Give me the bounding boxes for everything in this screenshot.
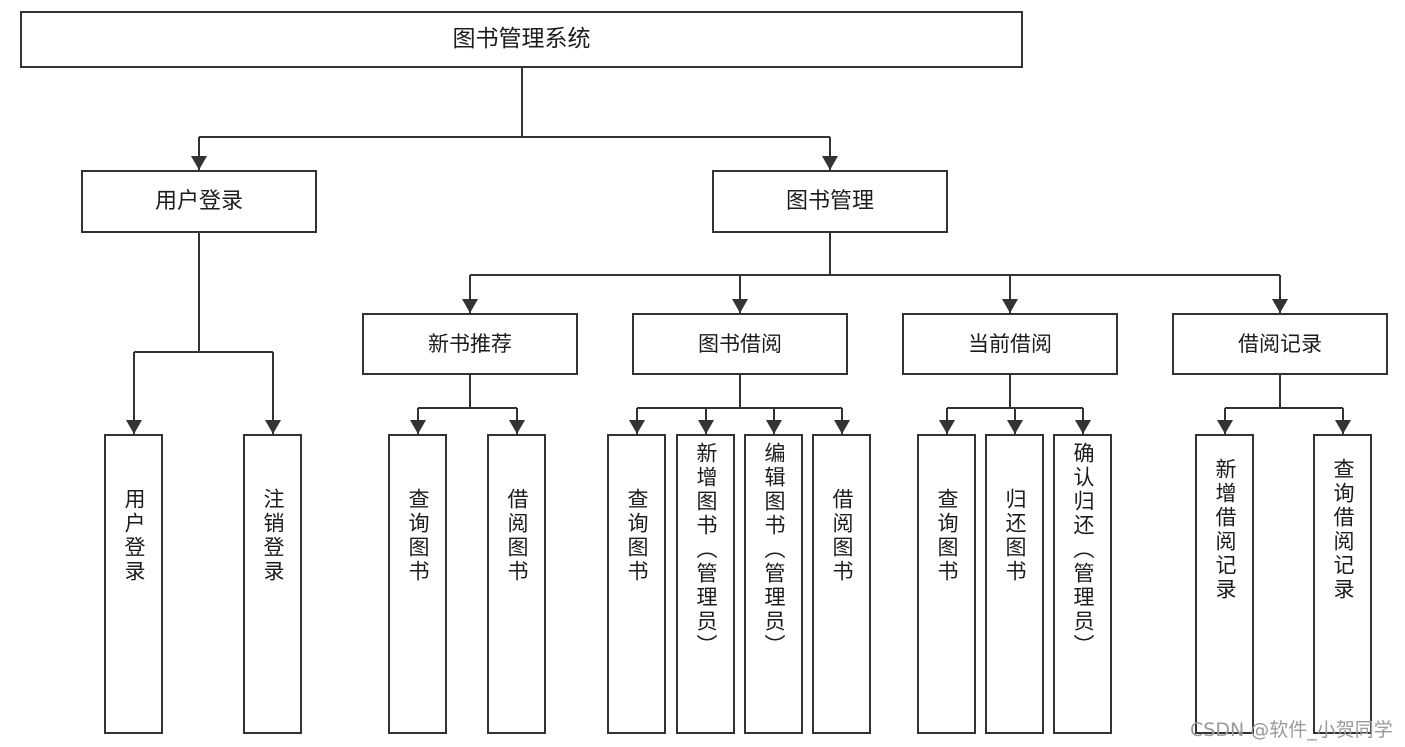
mgmt-to-level3-arrow-0 <box>462 299 478 313</box>
node-leaf-4-label: 查询图书 <box>625 488 649 584</box>
node-leaf-7[interactable]: 借阅图书 <box>812 434 871 734</box>
node-leaf-0-label: 用户登录 <box>122 488 146 584</box>
login-to-leaves-stem <box>198 233 200 352</box>
borrow-to-leaves-arrow-1 <box>697 420 714 434</box>
node-level3-1[interactable]: 图书借阅 <box>632 313 848 375</box>
node-leaf-9-label: 归还图书 <box>1003 488 1027 584</box>
login-to-leaves-arrow-0 <box>125 420 142 434</box>
root-to-level2-arrow-0 <box>191 156 207 170</box>
node-leaf-1[interactable]: 注销登录 <box>243 434 302 734</box>
mgmt-to-level3-bus <box>470 274 1280 276</box>
node-leaf-10-label: 确认归还（管理员） <box>1071 442 1095 658</box>
node-leaf-3-label: 借阅图书 <box>505 488 529 584</box>
root-to-level2-arrow-1 <box>822 156 838 170</box>
login-to-leaves-arrow-1 <box>264 420 281 434</box>
record-to-leaves-arrow-1 <box>1334 420 1351 434</box>
node-leaf-11[interactable]: 新增借阅记录 <box>1195 434 1254 734</box>
node-leaf-11-label: 新增借阅记录 <box>1213 458 1237 602</box>
node-leaf-8[interactable]: 查询图书 <box>917 434 976 734</box>
node-level2-0-label: 用户登录 <box>154 188 243 214</box>
node-leaf-2-label: 查询图书 <box>406 488 430 584</box>
record-to-leaves-stem <box>1279 375 1281 408</box>
current-to-leaves-stem <box>1009 375 1011 408</box>
node-level3-1-label: 图书借阅 <box>698 331 782 356</box>
node-leaf-12-label: 查询借阅记录 <box>1331 458 1355 602</box>
node-leaf-7-label: 借阅图书 <box>830 488 854 584</box>
node-leaf-4[interactable]: 查询图书 <box>607 434 666 734</box>
mgmt-to-level3-stem <box>829 233 831 275</box>
node-leaf-12[interactable]: 查询借阅记录 <box>1313 434 1372 734</box>
newbook-to-leaves-bus <box>417 407 517 409</box>
node-level3-3-label: 借阅记录 <box>1238 331 1322 356</box>
mgmt-to-level3-arrow-3 <box>1272 299 1288 313</box>
login-to-leaves-drop-0 <box>132 352 135 434</box>
node-level2-1-label: 图书管理 <box>785 188 874 214</box>
login-to-leaves-drop-1 <box>271 352 274 434</box>
node-root-label: 图书管理系统 <box>452 26 591 53</box>
node-leaf-10[interactable]: 确认归还（管理员） <box>1053 434 1112 734</box>
node-leaf-5[interactable]: 新增图书（管理员） <box>676 434 735 734</box>
node-leaf-0[interactable]: 用户登录 <box>104 434 163 734</box>
node-leaf-8-label: 查询图书 <box>935 488 959 584</box>
mgmt-to-level3-drop-2 <box>1009 275 1011 313</box>
record-to-leaves-arrow-0 <box>1216 420 1233 434</box>
mgmt-to-level3-drop-1 <box>739 275 741 313</box>
node-level3-0[interactable]: 新书推荐 <box>362 313 578 375</box>
watermark: CSDN @软件_小贺同学 <box>1190 719 1393 741</box>
current-to-leaves-arrow-1 <box>1006 420 1023 434</box>
login-to-leaves-bus <box>133 351 273 353</box>
node-leaf-1-label: 注销登录 <box>261 488 285 584</box>
node-level2-1[interactable]: 图书管理 <box>712 170 948 233</box>
newbook-to-leaves-arrow-0 <box>409 420 426 434</box>
node-root[interactable]: 图书管理系统 <box>20 11 1023 68</box>
node-level3-0-label: 新书推荐 <box>428 331 512 356</box>
node-level3-2[interactable]: 当前借阅 <box>902 313 1118 375</box>
borrow-to-leaves-arrow-2 <box>765 420 782 434</box>
node-level3-2-label: 当前借阅 <box>968 331 1052 356</box>
borrow-to-leaves-arrow-0 <box>628 420 645 434</box>
node-leaf-6[interactable]: 编辑图书（管理员） <box>744 434 803 734</box>
mgmt-to-level3-arrow-2 <box>1002 299 1018 313</box>
borrow-to-leaves-bus <box>636 407 842 409</box>
borrow-to-leaves-arrow-3 <box>833 420 850 434</box>
node-level3-3[interactable]: 借阅记录 <box>1172 313 1388 375</box>
newbook-to-leaves-arrow-1 <box>508 420 525 434</box>
node-leaf-2[interactable]: 查询图书 <box>388 434 447 734</box>
node-leaf-9[interactable]: 归还图书 <box>985 434 1044 734</box>
root-to-level2-stem <box>520 68 523 137</box>
node-leaf-3[interactable]: 借阅图书 <box>487 434 546 734</box>
mgmt-to-level3-drop-0 <box>469 275 471 313</box>
root-to-level2-drop-1 <box>829 137 831 170</box>
node-leaf-6-label: 编辑图书（管理员） <box>762 442 786 658</box>
root-to-level2-bus <box>199 136 830 138</box>
current-to-leaves-arrow-0 <box>938 420 955 434</box>
mgmt-to-level3-drop-3 <box>1279 275 1281 313</box>
record-to-leaves-bus <box>1224 407 1343 409</box>
newbook-to-leaves-stem <box>469 375 471 408</box>
current-to-leaves-arrow-2 <box>1074 420 1091 434</box>
mgmt-to-level3-arrow-1 <box>732 299 748 313</box>
root-to-level2-drop-0 <box>198 137 200 170</box>
node-level2-0[interactable]: 用户登录 <box>81 170 317 233</box>
node-leaf-5-label: 新增图书（管理员） <box>694 442 718 658</box>
borrow-to-leaves-stem <box>739 375 741 408</box>
